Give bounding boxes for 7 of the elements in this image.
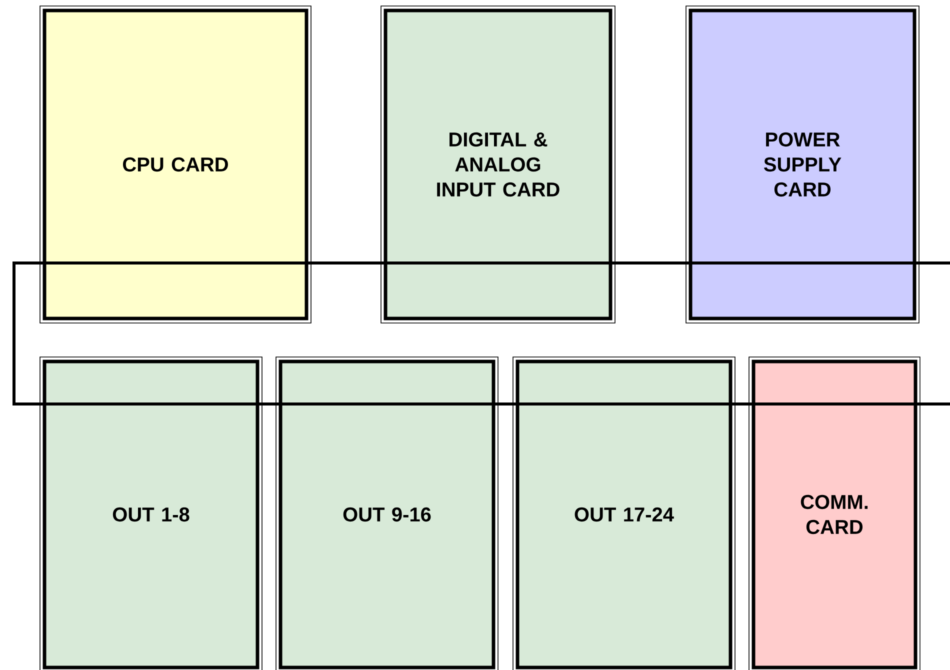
card-box: POWER SUPPLY CARD [686,6,920,324]
card-box: OUT 17-24 [512,356,736,670]
card-box: DIGITAL & ANALOG INPUT CARD [380,6,616,324]
card-box: OUT 1-8 [40,356,262,670]
card-box: CPU CARD [40,6,312,324]
card-box: OUT 9-16 [276,356,498,670]
card-box: COMM. CARD [748,356,920,670]
